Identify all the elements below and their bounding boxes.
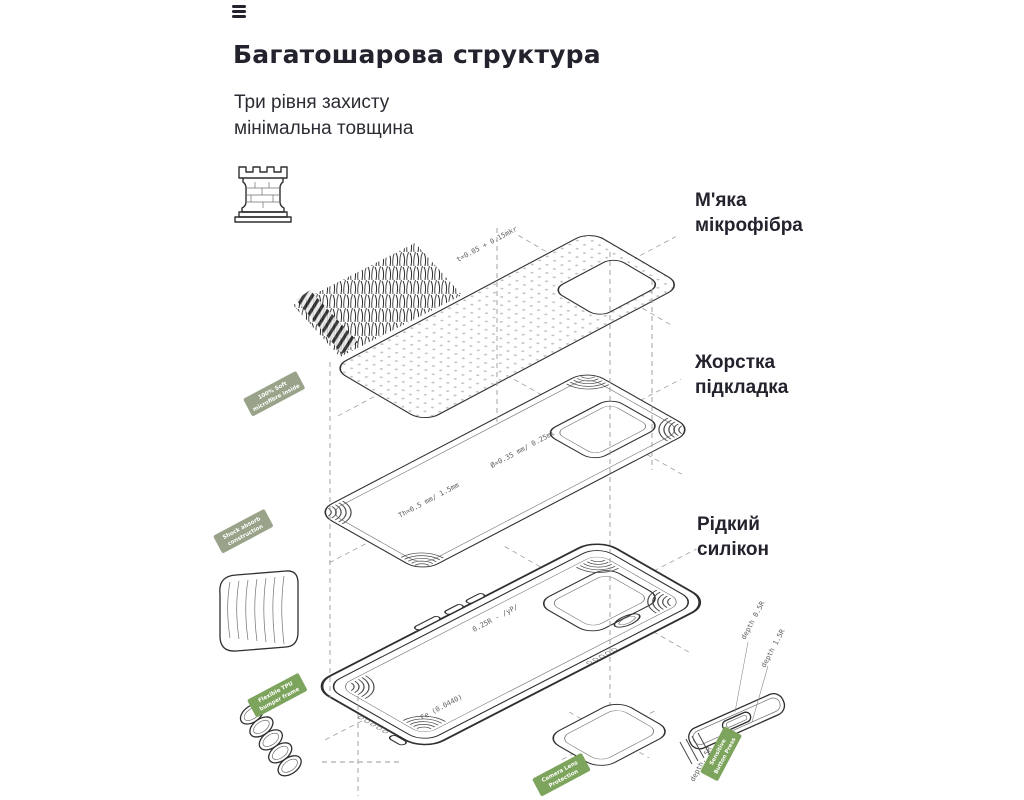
label-line: підкладка	[695, 377, 789, 398]
layer-hard-plate	[320, 372, 690, 570]
label-line: мікрофібра	[695, 215, 803, 236]
rail-ribs	[679, 732, 711, 765]
logo-oval-inner	[618, 616, 636, 626]
label-line: М'яка	[695, 190, 747, 211]
menu-icon[interactable]	[232, 5, 248, 21]
camera-cutout-case-inner	[553, 576, 645, 626]
usb-port-cutout	[388, 735, 407, 746]
menu-bar	[232, 10, 246, 13]
label-hard-backing: Жорстка підкладка	[695, 350, 788, 400]
menu-bar	[232, 15, 246, 18]
tag-flexible-frame: Flexible TPU bumper frame	[247, 673, 307, 717]
label-line: силікон	[697, 539, 769, 560]
castle-icon	[234, 166, 292, 223]
dimension-annotation: depth 0.5R	[740, 599, 767, 641]
label-soft-microfiber: М'яка мікрофібра	[695, 188, 803, 238]
dimension-annotation: t=0.05 + 0.15mkr	[455, 225, 518, 264]
tag-shock-absorb: Shock absorb construction	[213, 509, 273, 553]
plate-inner-line	[335, 380, 675, 562]
layer-silicone-case	[320, 543, 702, 746]
microfiber-fuzz	[293, 243, 462, 357]
subtitle-line-2: мінімальна товщина	[234, 118, 414, 139]
logo-oval	[613, 613, 641, 628]
detail-side-rail	[679, 641, 786, 765]
page-title: Багатошарова структура	[233, 40, 601, 69]
camera-cutout-plate	[549, 400, 656, 459]
camera-cutout-sheet	[557, 259, 657, 315]
subtitle: Три рівня захисту мінімальна товщина	[234, 90, 413, 142]
label-line: Жорстка	[695, 352, 776, 373]
detail-corner-bumper	[219, 570, 299, 652]
layer-microfiber-sheet	[337, 235, 676, 419]
tag-camera-protection: Camera Lens Protection	[532, 753, 591, 796]
detail-button-strip	[239, 703, 302, 777]
menu-bar	[232, 5, 246, 8]
label-line: Рідкий	[697, 514, 760, 535]
side-button-cutout	[444, 604, 464, 615]
fuzz-stripe-band	[296, 290, 358, 354]
side-button-cutout	[413, 616, 441, 631]
detail-camera-ring	[552, 703, 666, 766]
speaker-holes	[358, 716, 389, 734]
case-floor	[345, 556, 677, 732]
guide-lines	[322, 228, 653, 796]
dimension-annotation: depth 1.5R	[760, 627, 787, 669]
side-button-cutout	[465, 593, 486, 604]
tag-soft-microfibre: 100% Soft microfibre inside	[243, 371, 305, 416]
subtitle-line-1: Три рівня захисту	[234, 92, 390, 113]
label-liquid-silicone: Рідкий силікон	[697, 512, 769, 562]
plate-outline	[324, 374, 686, 568]
camera-cutout-plate-inner	[559, 406, 647, 453]
